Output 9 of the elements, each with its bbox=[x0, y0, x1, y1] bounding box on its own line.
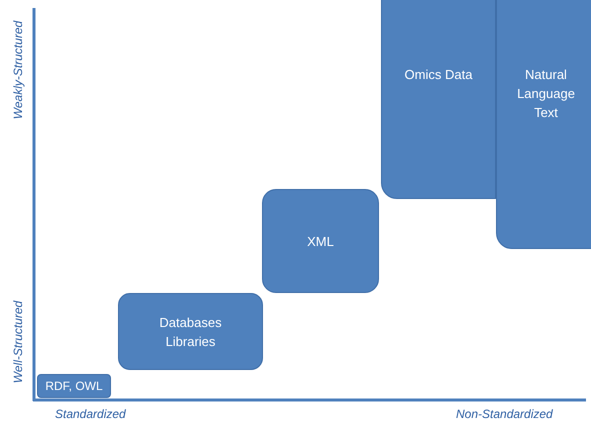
axis-label: Well-Structured bbox=[11, 300, 26, 384]
axis-label: Standardized bbox=[55, 407, 126, 421]
standard-box: RDF, OWL bbox=[37, 374, 111, 398]
axis-label: Weakly-Structured bbox=[11, 20, 26, 120]
text-box: Natural Language Text bbox=[496, 0, 591, 249]
data-box: Omics Data bbox=[381, 0, 496, 199]
structured-box: Databases Libraries bbox=[118, 293, 263, 370]
markup-box: XML bbox=[262, 189, 379, 293]
axis-label: Non-Standardized bbox=[456, 407, 553, 421]
